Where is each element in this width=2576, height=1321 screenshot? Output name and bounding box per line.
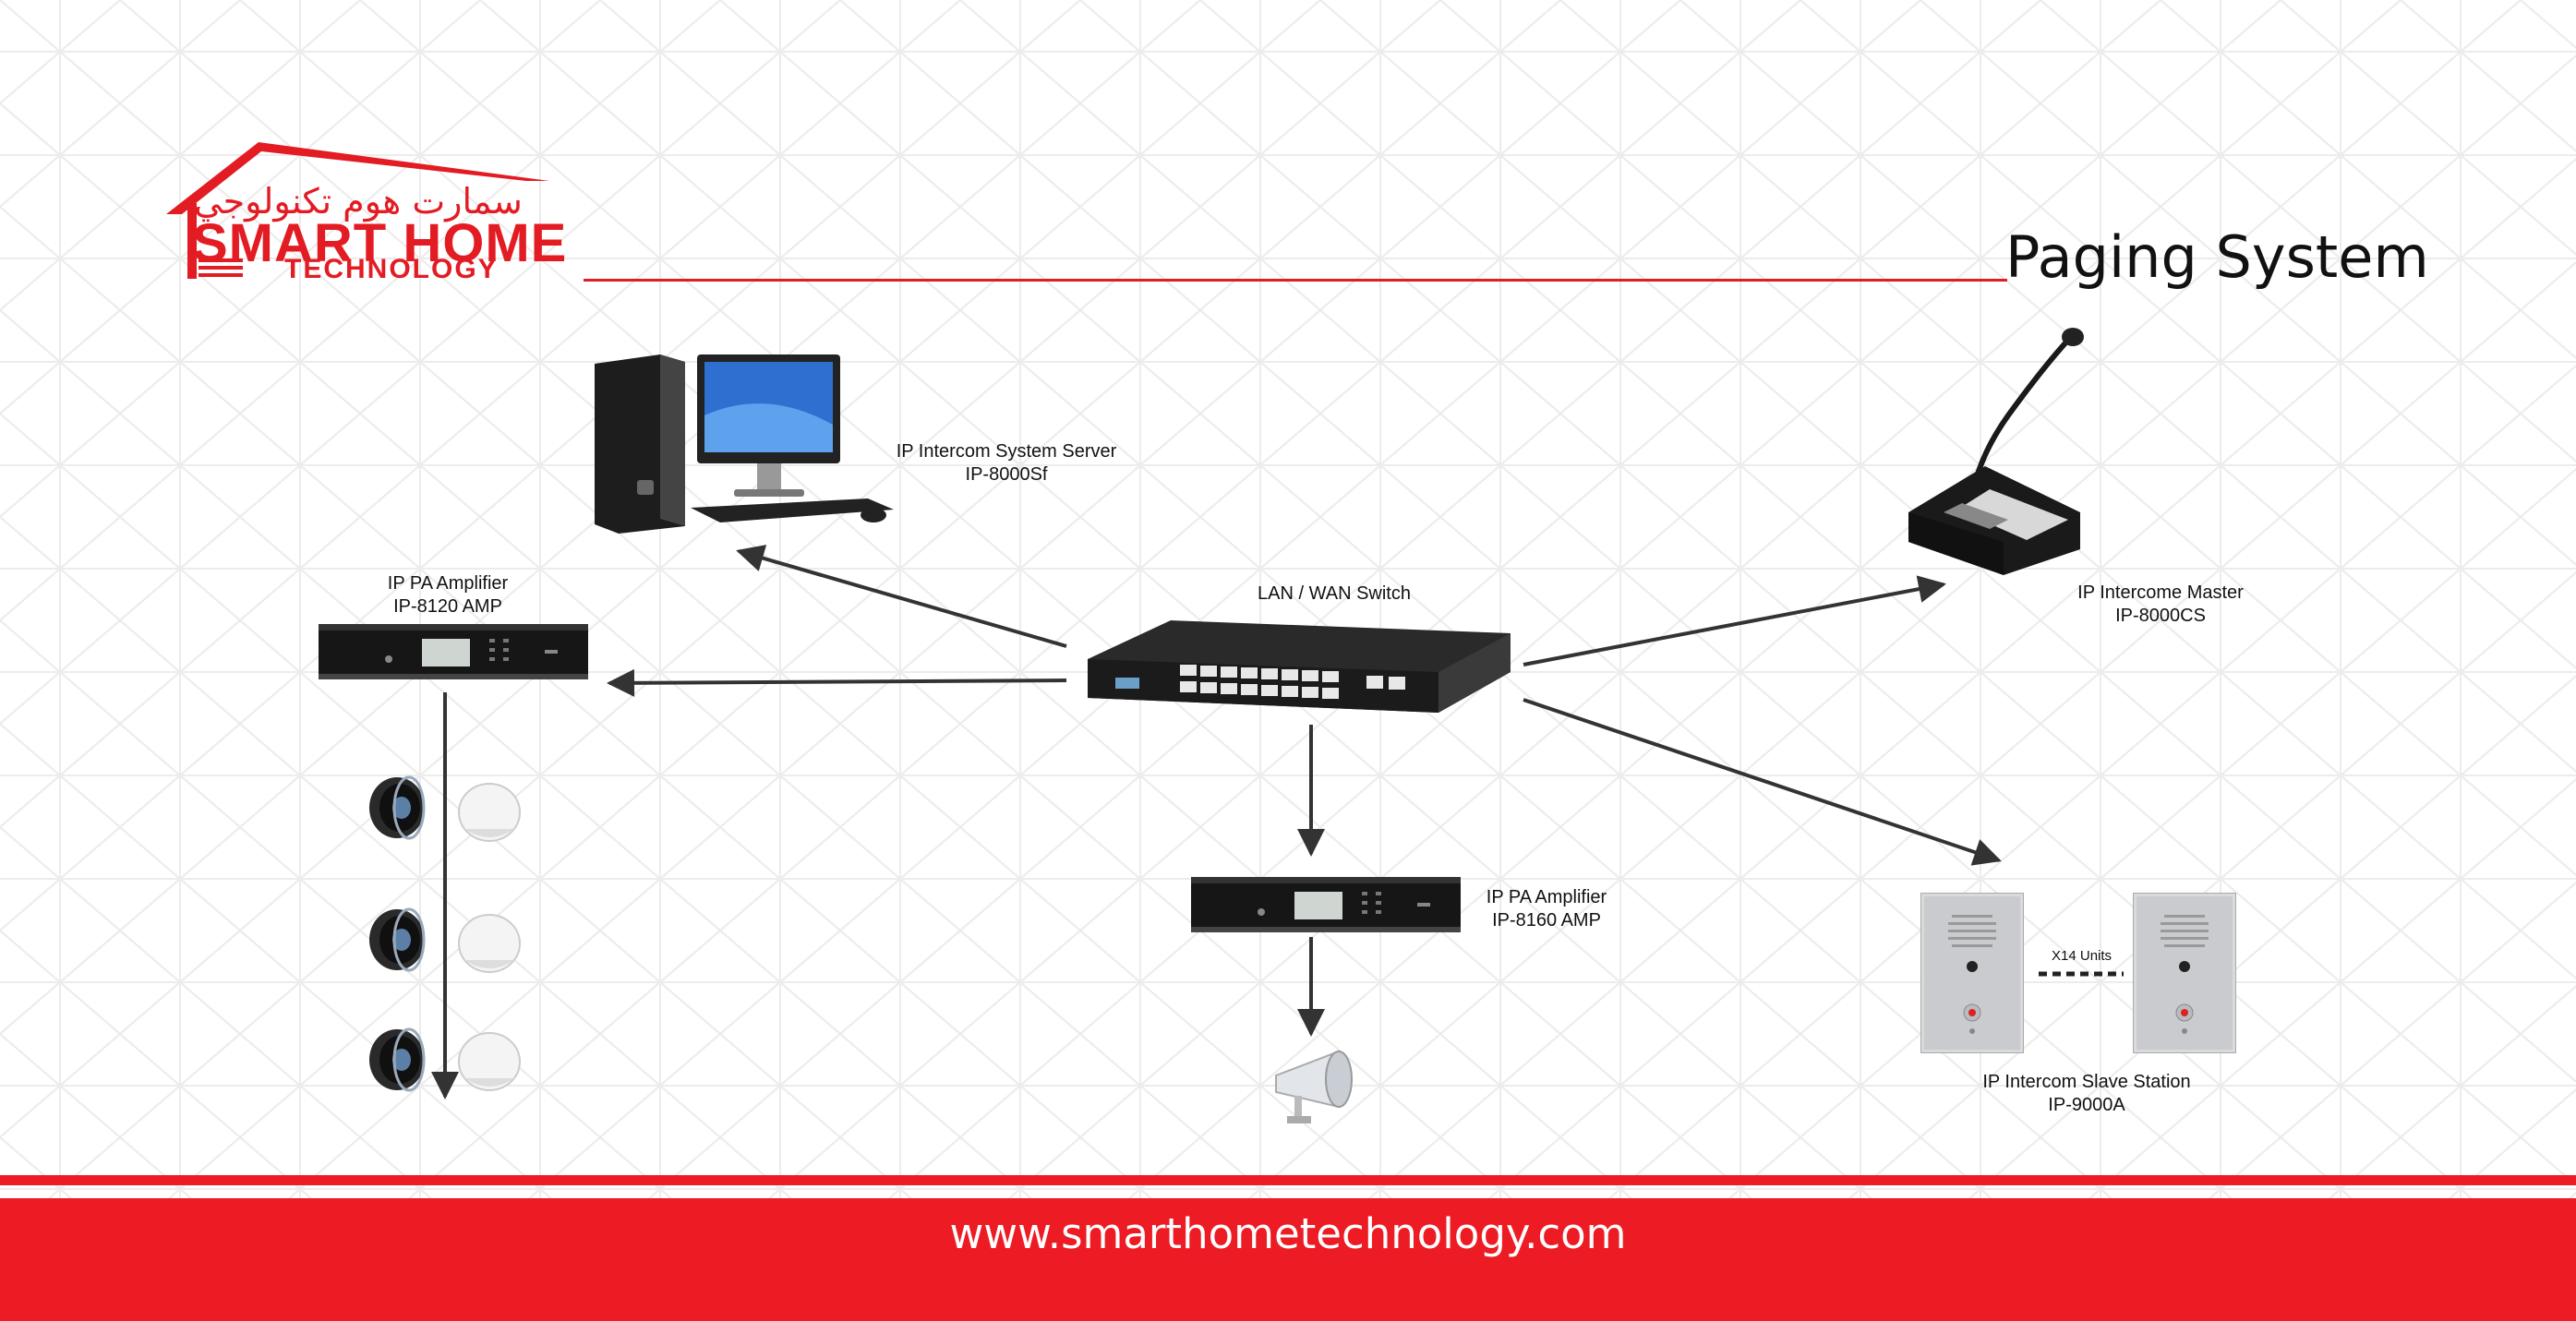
slave-model: IP-9000A: [2048, 1095, 2125, 1115]
footer-website-link[interactable]: www.smarthometechnology.com: [949, 1209, 1627, 1258]
header-rule: [584, 279, 2007, 282]
switch-name: LAN / WAN Switch: [1258, 583, 1411, 604]
ceiling-speaker-icon: [369, 1027, 426, 1092]
pendant-speaker-icon: [458, 1032, 521, 1091]
footer-rule: [0, 1175, 2576, 1185]
amp1-model: IP-8120 AMP: [393, 596, 502, 617]
master-name: IP Intercome Master: [2077, 582, 2244, 603]
intercom-panel-icon: [1920, 893, 2024, 1053]
rack-amplifier-icon: [319, 624, 588, 679]
pendant-speaker-icon: [458, 783, 521, 842]
network-switch-icon: [1088, 620, 1511, 713]
paging-microphone-console-icon: [1908, 328, 2084, 575]
server-name: IP Intercom System Server: [896, 441, 1117, 462]
amp2-name: IP PA Amplifier: [1486, 887, 1607, 907]
rack-amplifier-icon: [1191, 877, 1461, 932]
arrow-switch-to-master: [1523, 575, 1946, 667]
server-label: IP Intercom System Server IP-8000Sf: [863, 440, 1150, 486]
footer-bar: [0, 1198, 2576, 1321]
logo-arabic-text: سمارت هوم تكنولوجي: [194, 181, 523, 222]
intercom-panel-icon: [2133, 893, 2236, 1053]
server-model: IP-8000Sf: [965, 464, 1048, 485]
arrow-switch-to-server: [736, 545, 1067, 648]
master-model: IP-8000CS: [2115, 606, 2206, 626]
ceiling-speaker-icon: [369, 907, 426, 972]
master-label: IP Intercome Master IP-8000CS: [2040, 582, 2281, 628]
arrow-switch-to-amp1: [607, 668, 1067, 697]
logo-roof-icon: [166, 142, 549, 279]
logo-tagline: TECHNOLOGY: [284, 254, 499, 284]
switch-label: LAN / WAN Switch: [1219, 582, 1450, 606]
amp2-model: IP-8160 AMP: [1492, 910, 1601, 931]
arrow-switch-to-slave: [1523, 698, 2002, 866]
page-title: Paging System: [2005, 223, 2429, 291]
ceiling-speaker-icon: [369, 775, 426, 840]
amp1-label: IP PA Amplifier IP-8120 AMP: [342, 572, 554, 618]
pendant-speaker-icon: [458, 914, 521, 973]
slave-name: IP Intercom Slave Station: [1982, 1072, 2191, 1092]
amp2-label: IP PA Amplifier IP-8160 AMP: [1440, 886, 1653, 932]
horn-speaker-icon: [1275, 1050, 1353, 1123]
amp1-name: IP PA Amplifier: [387, 573, 509, 594]
slave-label: IP Intercom Slave Station IP-9000A: [1957, 1071, 2216, 1117]
desktop-computer-icon: [595, 354, 894, 534]
units-count-label: X14 Units: [2052, 948, 2113, 964]
logo-name: SMART HOME: [192, 213, 568, 273]
